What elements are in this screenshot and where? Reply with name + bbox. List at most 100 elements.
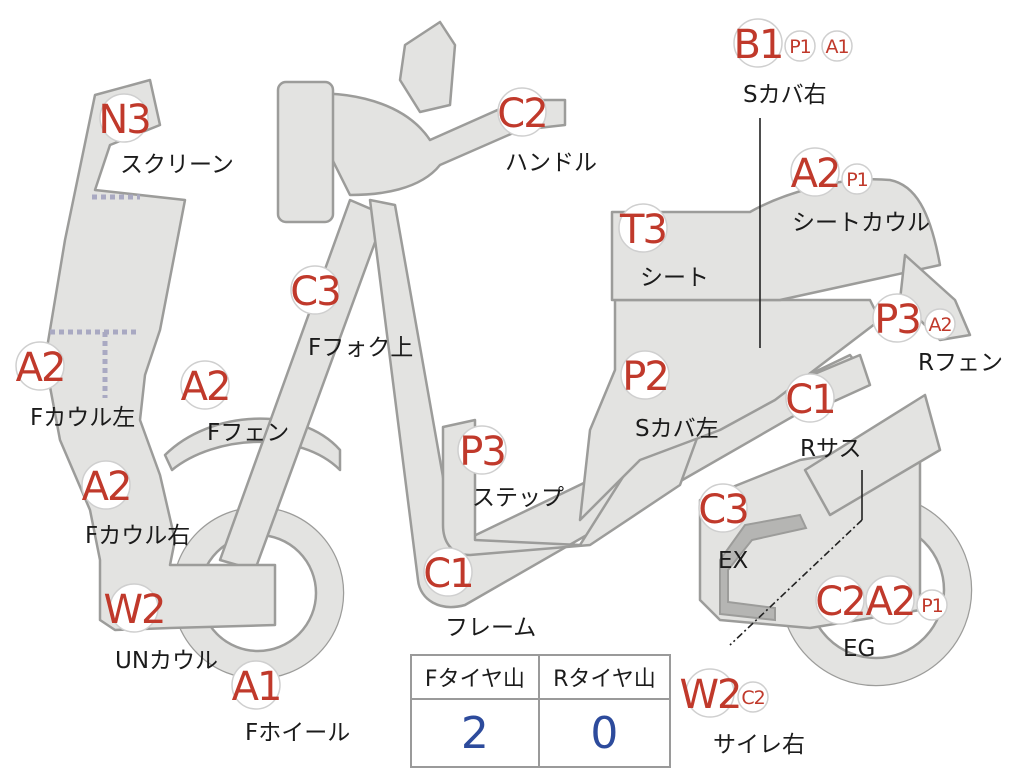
- part-label: シート: [640, 265, 709, 291]
- grade-code: T3: [619, 207, 666, 253]
- headlight-shape: [276, 80, 335, 224]
- part-label: EG: [843, 636, 875, 662]
- grade-badge-small: [924, 308, 956, 340]
- front-tire-header: Fタイヤ山: [410, 654, 540, 700]
- grade-badge: [790, 147, 840, 197]
- part-label: Fカウル左: [30, 405, 135, 431]
- part-label: Fカウル右: [85, 523, 190, 549]
- grade-badge: [620, 350, 670, 400]
- tire-table-value-row: 2 0: [410, 698, 672, 768]
- grade-badge: [457, 425, 507, 475]
- grade-code: C3: [290, 269, 339, 315]
- grade-code: C2: [815, 579, 864, 625]
- grade-badge-small: [737, 681, 769, 713]
- front-fork-shape: [218, 198, 387, 572]
- grade-badge: [81, 460, 131, 510]
- part-muffler-right: W2 C2 サイレ右: [680, 668, 805, 758]
- leader-r-sus-b: [729, 519, 863, 646]
- grade-code: A2: [791, 151, 840, 197]
- grade-badge: [109, 583, 159, 633]
- grade-badge: [99, 93, 149, 143]
- part-seat-cowl: A2 P1 シートカウル: [790, 147, 930, 236]
- part-label: スクリーン: [120, 152, 234, 178]
- part-exhaust: C3 EX: [698, 483, 750, 574]
- part-label: フレーム: [445, 615, 536, 641]
- part-engine: C2 A2 P1 EG: [815, 575, 948, 662]
- part-frame: C1 フレーム: [423, 547, 536, 641]
- part-s-cover-right: B1 P1 A1 Sカバ右: [733, 18, 853, 108]
- grade-code-small: P1: [921, 595, 943, 617]
- part-label: Sカバ右: [743, 82, 827, 108]
- part-f-fork-upper: C3 Fフォク上: [290, 265, 413, 361]
- part-f-cowl-left: A2 Fカウル左: [15, 341, 135, 431]
- seat-shape: [610, 178, 942, 302]
- part-label: EX: [718, 548, 749, 574]
- grade-badge: [685, 668, 735, 718]
- grade-code: C1: [423, 551, 472, 597]
- grade-badge: [497, 87, 547, 137]
- grade-badge-small: [841, 163, 873, 195]
- part-s-cover-left: P2 Sカバ左: [620, 350, 719, 442]
- grade-badge: [180, 360, 230, 410]
- part-annotations: N3 スクリーン C2 ハンドル B1 P1 A1 Sカバ右 A2 P1 シート…: [15, 18, 1003, 758]
- mirror-shape: [398, 20, 457, 114]
- part-label: Fホイール: [245, 720, 350, 746]
- grade-code: W2: [104, 587, 165, 633]
- part-f-fender: A2 Fフェン: [180, 360, 289, 446]
- grade-badge: [815, 575, 865, 625]
- grade-badge: [733, 18, 783, 68]
- part-label: サイレ右: [713, 732, 805, 758]
- part-label: Fフォク上: [308, 335, 413, 361]
- tire-table-header-row: Fタイヤ山 Rタイヤ山: [410, 654, 672, 700]
- grade-badge: [872, 293, 922, 343]
- grade-badge: [698, 483, 748, 533]
- grade-code: P3: [874, 297, 920, 343]
- grade-code-small: C2: [741, 687, 764, 709]
- part-step: P3 ステップ: [457, 425, 564, 511]
- grade-code: A2: [82, 464, 131, 510]
- grade-badge: [231, 660, 281, 710]
- part-label: Sカバ左: [635, 416, 719, 442]
- front-tire-value: 2: [410, 698, 540, 768]
- grade-badge-small: [784, 30, 816, 62]
- exhaust-pipe-shape: [719, 513, 808, 622]
- part-screen: N3 スクリーン: [98, 93, 234, 178]
- grade-code: A2: [866, 579, 915, 625]
- grade-badge: [865, 575, 915, 625]
- grade-badge: [423, 547, 473, 597]
- grade-code-small: A2: [928, 314, 951, 336]
- part-label: シートカウル: [792, 210, 930, 236]
- grade-code: P2: [622, 354, 668, 400]
- grade-code: A2: [16, 345, 65, 391]
- grade-code-small: P1: [846, 169, 868, 191]
- grade-code: B1: [734, 22, 783, 68]
- grade-code: A2: [181, 364, 230, 410]
- grade-badge: [618, 203, 668, 253]
- part-un-cowl: W2 UNカウル: [104, 583, 218, 674]
- part-f-cowl-right: A2 Fカウル右: [81, 460, 190, 549]
- grade-code: W2: [680, 672, 741, 718]
- grade-badge: [785, 373, 835, 423]
- grade-code-small: A1: [825, 36, 848, 58]
- part-r-fender: P3 A2 Rフェン: [872, 293, 1003, 376]
- tire-tread-table: Fタイヤ山 Rタイヤ山 2 0: [410, 654, 672, 768]
- rear-tire-header: Rタイヤ山: [537, 654, 672, 700]
- part-label: Rフェン: [918, 350, 1003, 376]
- part-handle: C2 ハンドル: [497, 87, 597, 176]
- airbox-shape: [803, 393, 942, 517]
- grade-badge: [15, 341, 65, 391]
- grade-code: A1: [232, 664, 281, 710]
- grade-code: N3: [98, 97, 149, 143]
- part-label: UNカウル: [115, 648, 218, 674]
- grade-badge-small: [916, 589, 948, 621]
- part-seat: T3 シート: [618, 203, 709, 291]
- part-label: ステップ: [472, 485, 564, 511]
- grade-code: P3: [459, 429, 505, 475]
- grade-code: C2: [497, 91, 546, 137]
- part-f-wheel: A1 Fホイール: [231, 660, 350, 746]
- part-r-suspension: C1 Rサス: [785, 373, 862, 462]
- grade-badge: [290, 265, 340, 315]
- grade-code: C3: [698, 487, 747, 533]
- part-label: Fフェン: [207, 420, 289, 446]
